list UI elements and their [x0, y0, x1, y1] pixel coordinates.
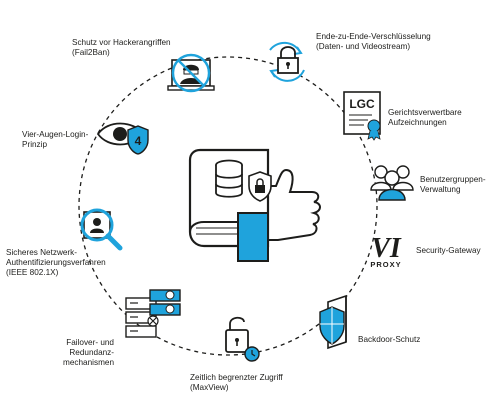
magnifier-id-icon: [80, 208, 123, 251]
vi-proxy-logo: VI PROXY: [370, 233, 402, 269]
padlock-sync-icon: [269, 41, 305, 82]
label-fail2ban: Schutz vor Hackerangriffen (Fail2Ban): [72, 38, 171, 57]
vi-logo-text: VI: [371, 233, 402, 264]
label-foureyes: Vier-Augen-Login- Prinzip: [22, 130, 89, 149]
label-gateway: Security-Gateway: [416, 246, 481, 255]
timed-lock-icon: [225, 316, 260, 362]
user-group-icon: [370, 165, 414, 201]
label-records: Gerichtsverwertbare Aufzeichnungen: [388, 108, 462, 127]
lgc-certificate-icon: LGC: [343, 91, 381, 141]
center-book-thumbs-up-icon: [188, 148, 321, 262]
four-text: 4: [135, 134, 142, 148]
label-ieee: Sicheres Netzwerk- Authentifizierungsver…: [6, 248, 106, 277]
label-backdoor: Backdoor-Schutz: [358, 335, 421, 344]
shield-lock-icon: [248, 171, 272, 202]
label-e2e: Ende-zu-Ende-Verschlüsselung (Daten- und…: [316, 32, 431, 51]
hacker-blocked-icon: [167, 53, 215, 93]
label-failover: Failover- und Redundanz- mechanismen: [63, 338, 114, 367]
label-groups: Benutzergruppen- Verwaltung: [420, 175, 486, 194]
eye-four-icon: 4: [96, 122, 149, 155]
door-shield-icon: [319, 294, 347, 350]
database-icon: [215, 159, 243, 198]
dashed-ring: [78, 56, 378, 356]
proxy-logo-text: PROXY: [370, 260, 401, 269]
lgc-logo-text: LGC: [349, 97, 375, 111]
label-maxview: Zeitlich begrenzter Zugriff (MaxView): [190, 373, 283, 392]
thumb-cuff: [237, 212, 269, 262]
server-failover-icon: [125, 289, 181, 338]
